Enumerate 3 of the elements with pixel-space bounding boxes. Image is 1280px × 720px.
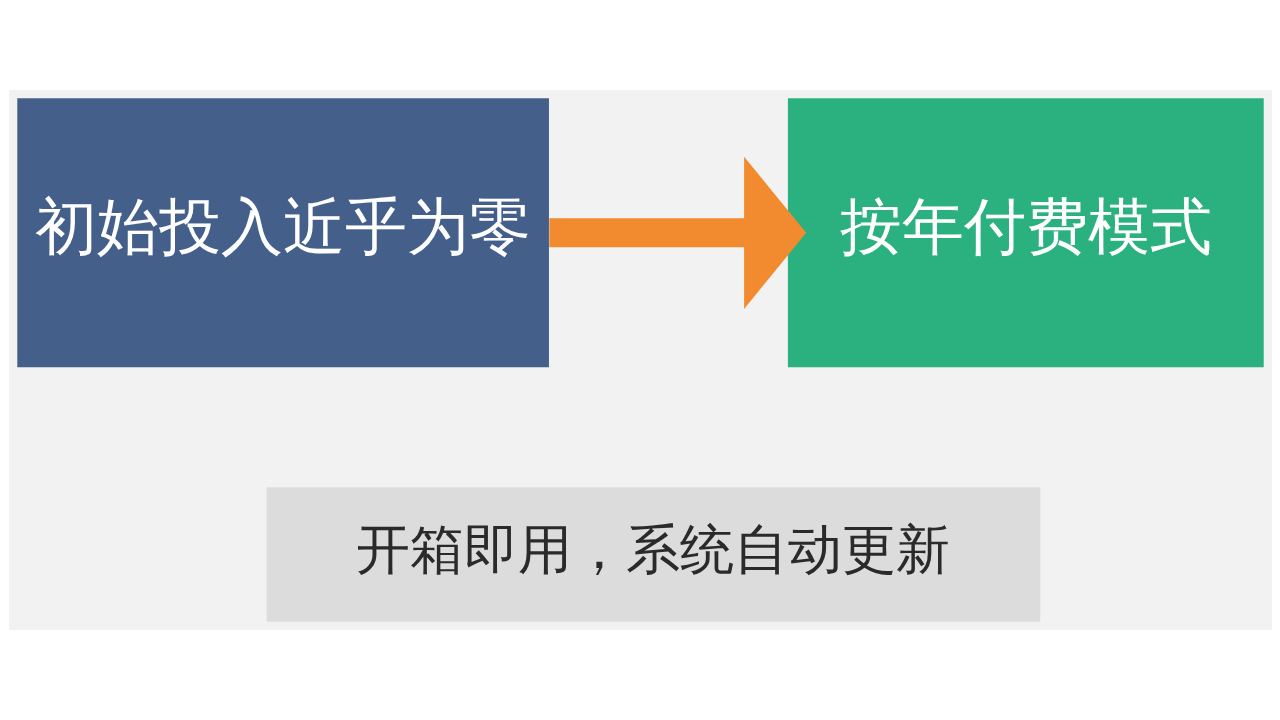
arrow xyxy=(548,156,806,309)
node-box: 按年付费模式 xyxy=(787,98,1264,368)
node-box: 初始投入近乎为零 xyxy=(16,98,549,368)
